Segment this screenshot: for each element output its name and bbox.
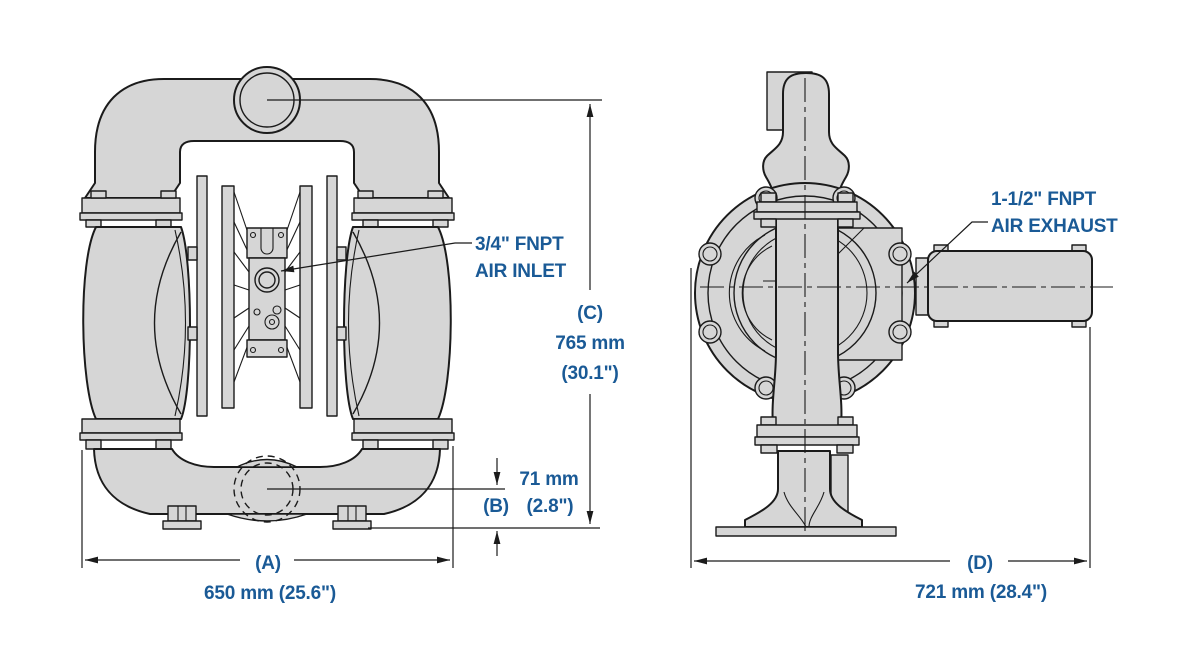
air-valve-body [246,227,288,358]
lower-flange-left [79,418,183,450]
dim-a-value: 650 mm (25.6") [204,583,336,604]
muffler [915,244,1093,328]
air-inlet-note-line1: 3/4" FNPT [475,234,564,255]
dim-b-label: (B) [483,496,509,517]
air-exhaust-leader [906,221,988,284]
upper-flange-right [351,190,455,228]
discharge-pipe [762,72,850,202]
dim-d-label: (D) [967,553,993,574]
dim-c-text: (C) 765 mm (30.1") [555,299,625,389]
clamp-band-bottom [754,416,860,454]
dim-b-value-in: (2.8") [526,496,574,517]
dimension-lines [81,99,1091,568]
air-exhaust-note: 1-1/2" FNPT AIR EXHAUST [991,186,1118,240]
dim-b-value-mm: 71 mm [519,469,579,490]
dim-d-value: 721 mm (28.4") [915,582,1047,603]
clamp-band-top [753,192,861,228]
air-inlet-note-line2: AIR INLET [475,261,567,282]
air-exhaust-note-line1: 1-1/2" FNPT [991,189,1096,210]
lower-flange-right [351,418,455,450]
suction-manifold [93,448,441,530]
stand-foot [715,450,897,537]
dim-c-value-mm: 765 mm [555,333,625,354]
air-inlet-note: 3/4" FNPT AIR INLET [475,231,566,285]
diaphragm-chamber-left [82,226,191,420]
air-inlet-leader [280,242,472,273]
dim-a-label: (A) [255,553,281,574]
discharge-manifold [84,78,450,199]
air-exhaust-note-line2: AIR EXHAUST [991,216,1118,237]
dim-c-label: (C) [577,303,603,324]
clamp-bars [187,175,347,417]
side-view-drawing [694,71,1113,537]
center-pipe [771,217,843,428]
pump-foot-right [332,505,372,530]
pump-foot-left [162,505,202,530]
diaphragm-chamber-right [343,226,452,420]
upper-flange-left [79,190,183,228]
dim-c-value-in: (30.1") [561,363,619,384]
front-view-drawing [79,66,455,530]
